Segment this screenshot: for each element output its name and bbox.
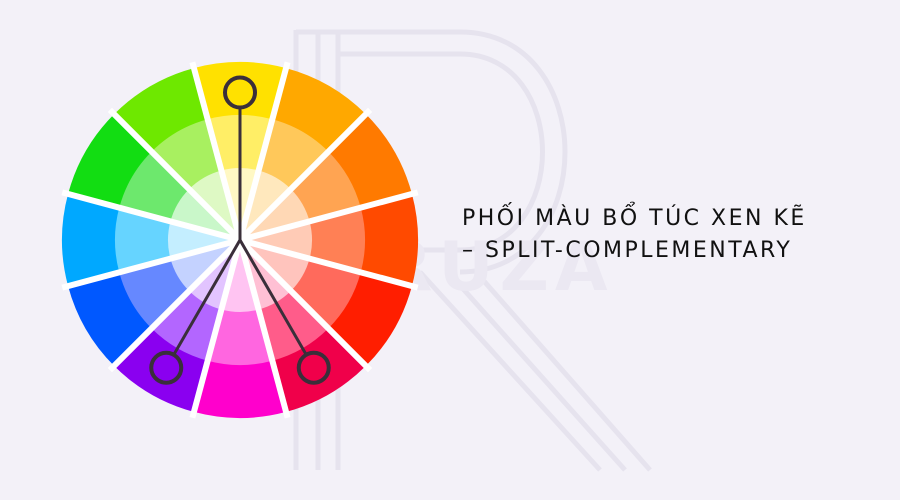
- selected-color-marker-yellow: [223, 75, 257, 110]
- page-title: PHỐI MÀU BỔ TÚC XEN KẼ – SPLIT-COMPLEMEN…: [462, 203, 892, 267]
- wheel-segment-red-orange: [240, 193, 418, 287]
- color-wheel-segments: [62, 62, 418, 418]
- segment-divider: [237, 107, 373, 243]
- marker-connector-line: [172, 238, 242, 357]
- color-wheel-dividers: [61, 61, 419, 419]
- marker-connector-line: [238, 238, 308, 357]
- wheel-segment-orange: [240, 114, 412, 240]
- segment-divider: [61, 189, 241, 243]
- title-line-2: – SPLIT-COMPLEMENTARY: [462, 238, 793, 263]
- segment-inner-ring: [170, 189, 240, 240]
- title-line-1: PHỐI MÀU BỔ TÚC XEN KẼ: [462, 206, 807, 231]
- segment-divider: [237, 61, 291, 241]
- wheel-segment-blue: [68, 240, 240, 366]
- segment-inner-ring: [189, 240, 240, 310]
- segment-divider: [237, 237, 373, 373]
- segment-divider: [239, 237, 419, 291]
- wheel-segment-cyan-blue: [62, 193, 241, 287]
- split-complementary-markers: [149, 75, 331, 385]
- wheel-segment-magenta: [193, 240, 287, 418]
- segment-divider: [237, 239, 291, 419]
- segment-inner-ring: [189, 170, 240, 240]
- wheel-segment-yellow-orange: [240, 68, 366, 240]
- segment-inner-ring: [240, 189, 310, 240]
- segment-divider: [107, 107, 243, 243]
- segment-divider: [189, 61, 243, 241]
- segment-inner-ring: [167, 221, 240, 259]
- segment-inner-ring: [240, 240, 310, 291]
- segment-divider: [189, 239, 243, 419]
- wheel-segment-yellow-green: [114, 68, 240, 240]
- segment-inner-ring: [240, 170, 291, 240]
- selected-color-marker-red-violet: [296, 350, 331, 385]
- color-wheel: [61, 61, 419, 419]
- wheel-segment-red-violet: [240, 240, 366, 412]
- segment-divider: [107, 237, 243, 373]
- segment-inner-ring: [221, 240, 259, 313]
- wheel-segment-red: [240, 240, 412, 366]
- segment-divider: [239, 189, 419, 243]
- segment-divider: [61, 237, 241, 291]
- selected-color-marker-violet: [149, 350, 184, 385]
- segment-inner-ring: [240, 221, 313, 259]
- wheel-segment-violet: [114, 240, 240, 412]
- segment-inner-ring: [240, 240, 291, 310]
- wheel-segment-green: [68, 114, 240, 240]
- segment-inner-ring: [170, 240, 240, 291]
